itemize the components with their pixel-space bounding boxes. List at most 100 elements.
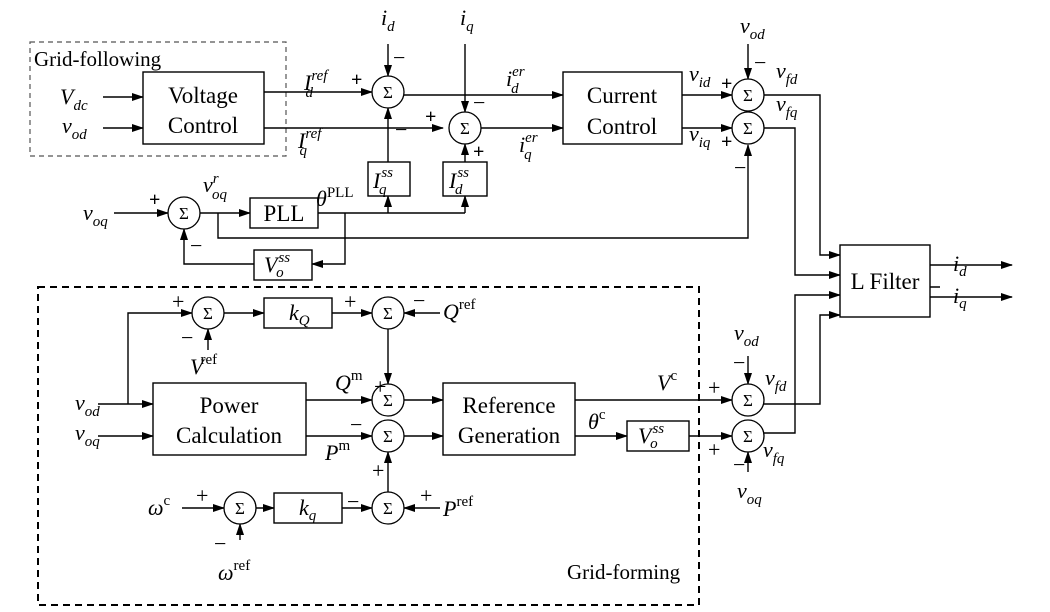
sum-junction: Σ <box>371 419 405 453</box>
signal-vfd-label: vfd <box>776 58 798 88</box>
signal-omega-c-label: ωc <box>148 493 171 520</box>
sign-minus: − <box>733 350 745 375</box>
power-calculation-block: Power Calculation <box>152 382 307 456</box>
sign-plus: + <box>172 289 184 314</box>
signal-vfq-bottom-label: vfq <box>763 437 785 467</box>
signal-q-ref-label: Qref <box>443 297 476 324</box>
signal-v-ref-label: Vref <box>190 352 217 379</box>
sign-minus: − <box>395 117 407 142</box>
kq-gain-block: kq <box>273 492 343 524</box>
sign-plus: + <box>708 437 720 462</box>
grid-following-frame <box>29 41 287 157</box>
current-control-line2: Control <box>587 114 657 139</box>
sum-junction: Σ <box>448 111 482 145</box>
svg-text:Σ: Σ <box>383 304 393 323</box>
signal-vod-br-label: vod <box>734 320 759 350</box>
reference-generation-line2: Generation <box>458 423 561 448</box>
signal-vfd-bottom-label: vfd <box>765 365 787 395</box>
signal-v-c-label: Vc <box>657 368 677 395</box>
sign-plus: + <box>721 73 732 95</box>
svg-text:Σ: Σ <box>235 499 245 518</box>
reference-generation-line1: Reference <box>462 393 555 418</box>
kQ-gain-block: kQ <box>263 297 333 329</box>
signal-viq-label: viq <box>689 121 711 151</box>
signal-vod-label: vod <box>62 113 87 143</box>
grid-forming-frame <box>37 286 700 606</box>
svg-text:Σ: Σ <box>460 119 470 138</box>
pll-block: PLL <box>249 197 319 229</box>
junction-signs: + − − + − + + − + − + − + − + − + − + + … <box>149 45 766 556</box>
signal-voq-label: voq <box>83 200 108 230</box>
signal-vfq-label: vfq <box>776 91 798 121</box>
sum-junction: Σ <box>731 419 765 453</box>
sum-junction: Σ <box>731 111 765 145</box>
svg-text:Σ: Σ <box>383 427 393 446</box>
summing-junctions: Σ Σ Σ Σ Σ Σ Σ Σ Σ Σ Σ Σ Σ <box>167 75 765 525</box>
signal-id-out-label: id <box>953 251 967 280</box>
signal-voq-bottom-label: voq <box>75 420 100 450</box>
sign-minus: − <box>734 155 746 180</box>
svg-text:Σ: Σ <box>383 391 393 410</box>
power-calculation-line1: Power <box>200 393 259 418</box>
sum-junction: Σ <box>371 383 405 417</box>
sign-plus: + <box>196 483 208 508</box>
sum-junction: Σ <box>167 196 201 230</box>
sum-junction: Σ <box>731 383 765 417</box>
signal-vod-bottom-label: vod <box>75 390 100 420</box>
signal-voq-br-label: voq <box>737 478 762 508</box>
kq-gain-label: kq <box>299 495 317 524</box>
sign-minus: − <box>350 412 362 437</box>
sum-junction: Σ <box>731 78 765 112</box>
signal-vid-label: vid <box>689 61 711 91</box>
sign-minus: − <box>473 90 485 115</box>
sum-junction: Σ <box>371 75 405 109</box>
sum-junction: Σ <box>371 491 405 525</box>
signal-q-m-label: Qm <box>335 368 363 395</box>
svg-text:Σ: Σ <box>383 83 393 102</box>
sign-minus: − <box>214 531 226 556</box>
sign-plus: + <box>721 131 732 153</box>
sign-plus: + <box>374 374 386 399</box>
sum-junction: Σ <box>223 491 257 525</box>
voltage-control-block: Voltage Control <box>142 71 265 145</box>
sign-minus: − <box>393 45 405 70</box>
signal-omega-ref-label: ωref <box>218 558 250 585</box>
grid-forming-wires <box>98 261 1013 540</box>
grid-forming-label: Grid-forming <box>567 560 681 584</box>
voltage-control-line2: Control <box>168 113 238 138</box>
svg-text:Σ: Σ <box>383 499 393 518</box>
sign-plus: + <box>420 483 432 508</box>
power-calculation-line2: Calculation <box>176 423 283 448</box>
sign-plus: + <box>149 189 160 211</box>
voltage-control-line1: Voltage <box>168 83 238 108</box>
signal-p-m-label: Pm <box>324 438 350 465</box>
sum-junction: Σ <box>191 296 225 330</box>
svg-text:Σ: Σ <box>743 119 753 138</box>
signal-id-label: id <box>381 5 395 35</box>
l-filter-label: L Filter <box>851 269 920 294</box>
sign-plus: + <box>473 141 484 163</box>
sign-minus: − <box>754 50 766 75</box>
pll-label: PLL <box>264 201 305 226</box>
sign-plus: + <box>372 458 384 483</box>
svg-text:Σ: Σ <box>179 204 189 223</box>
svg-text:Σ: Σ <box>743 427 753 446</box>
sum-junction: Σ <box>371 296 405 330</box>
l-filter-block: L Filter <box>839 244 931 318</box>
sign-minus: − <box>181 325 193 350</box>
sign-plus: + <box>708 375 720 400</box>
